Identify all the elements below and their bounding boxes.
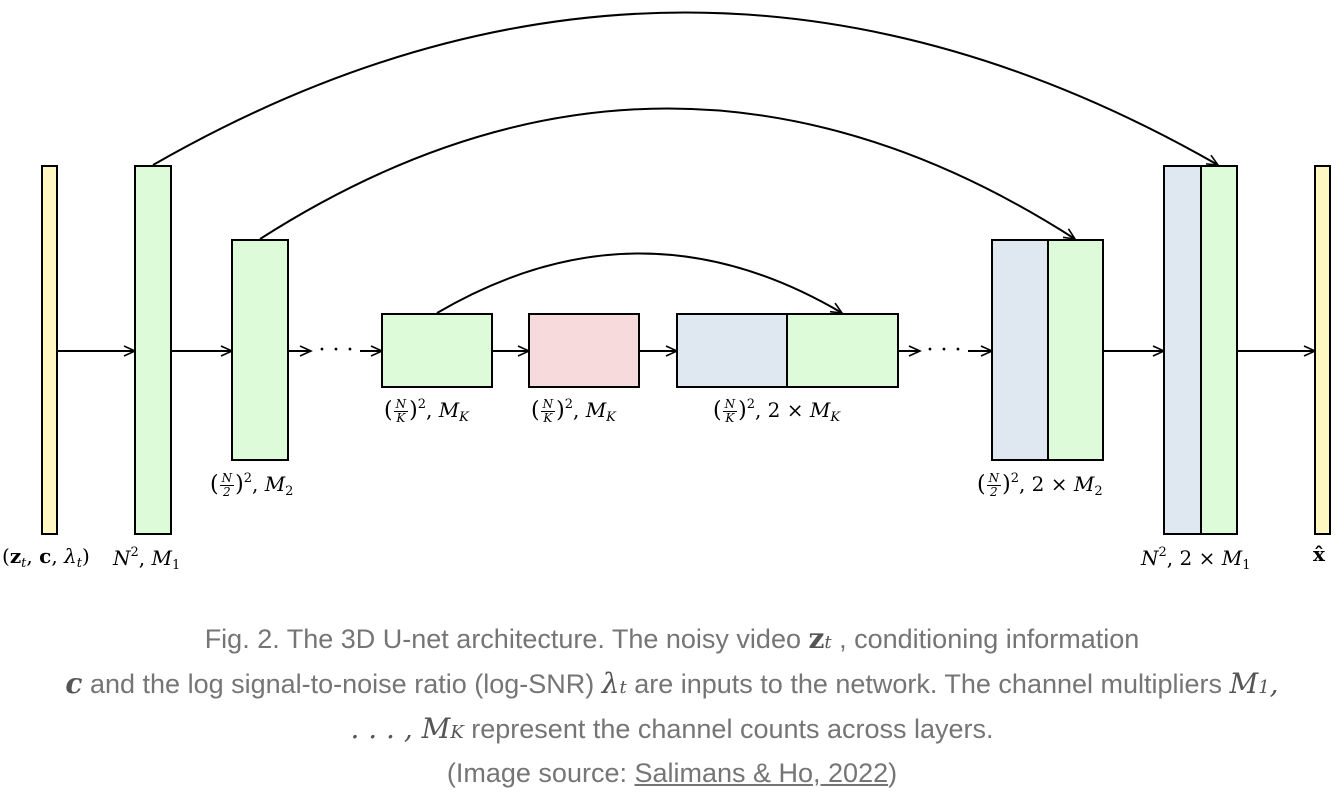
decoder-2-skip-half — [991, 239, 1049, 461]
encoder-block-k — [381, 313, 493, 388]
encoder-block-2 — [231, 239, 289, 461]
decoder-1-label: N2, 2 × M1 — [1141, 545, 1251, 573]
encoder-1-label: N2, M1 — [113, 545, 181, 573]
decoder-2-half — [1047, 239, 1104, 461]
skip-arc-level-2 — [259, 107, 1077, 241]
decoder-1-skip-half — [1163, 165, 1202, 535]
output-block — [1314, 165, 1331, 535]
input-label: (zt, c, λt) — [2, 544, 90, 571]
input-block — [41, 165, 58, 535]
ellipsis-encoder: · · · — [319, 338, 354, 363]
source-link[interactable]: Salimans & Ho, 2022 — [634, 758, 889, 788]
bottleneck-block — [528, 313, 640, 388]
output-label: x̂ — [1313, 542, 1325, 566]
decoder-k-half — [786, 313, 899, 388]
unet-diagram-svg: · · · · · · — [41, 11, 1331, 535]
decoder-k-skip-half — [676, 313, 788, 388]
encoder-block-1 — [134, 165, 172, 535]
skip-arc-level-1 — [152, 11, 1220, 166]
skip-arc-level-k — [436, 252, 844, 314]
decoder-1-half — [1200, 165, 1238, 535]
ellipsis-decoder: · · · — [927, 338, 962, 363]
figure-caption: Fig. 2. The 3D U-net architecture. The n… — [65, 622, 1279, 788]
